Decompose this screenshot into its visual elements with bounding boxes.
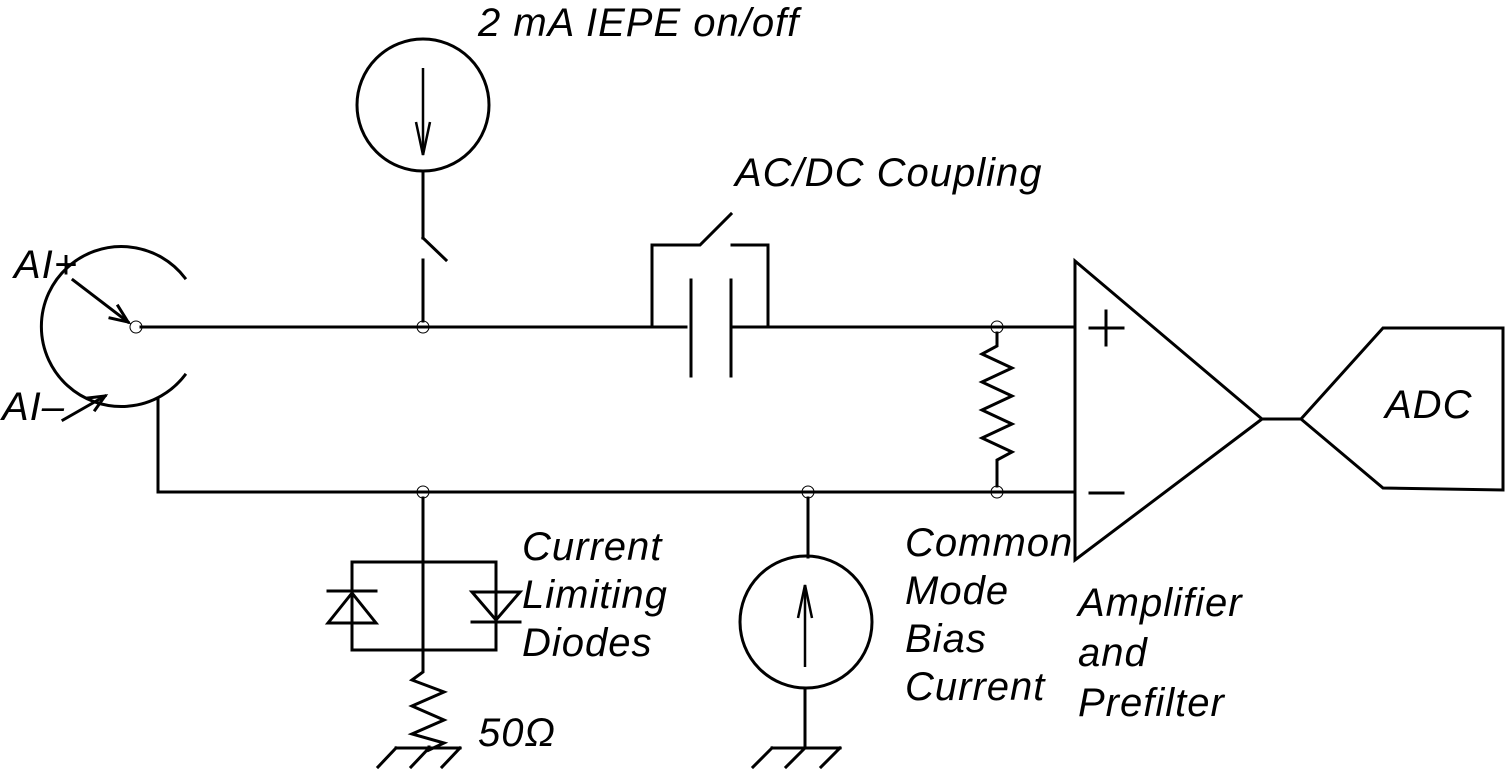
bias-label-line-4: Current	[905, 665, 1046, 709]
bypass-switch-right	[730, 243, 770, 329]
connector-shield-arc	[39, 245, 188, 408]
amp-label-line-1: Amplifier	[1076, 581, 1243, 625]
ground-hatch-1	[375, 745, 399, 770]
bypass-switch-left	[650, 211, 734, 329]
amp-label-line-3: Prefilter	[1078, 681, 1225, 725]
adc-block	[1298, 326, 1505, 492]
diodes-label-line-3: Diodes	[522, 621, 653, 665]
amp-label-line-2: and	[1078, 631, 1148, 675]
ground-icon	[375, 745, 463, 770]
bias-resistor	[978, 331, 1016, 488]
ai-minus-arrow	[60, 393, 108, 423]
ground-hatch-3	[439, 745, 463, 770]
ground-icon	[750, 745, 843, 770]
bias-label-line-2: Mode	[905, 569, 1009, 613]
diode-right-icon	[468, 590, 524, 623]
ai-plus-arrow	[70, 277, 131, 325]
amplifier	[1073, 257, 1265, 564]
ground-hatch-3	[818, 745, 843, 770]
bias-label-line-3: Bias	[905, 617, 987, 661]
adc-label: ADC	[1383, 383, 1473, 427]
iepe-current-source	[355, 37, 491, 323]
bottom-rail	[156, 396, 1077, 494]
up-arrowhead	[796, 584, 814, 619]
coupling-label: AC/DC Coupling	[733, 151, 1042, 195]
down-arrowhead	[414, 121, 432, 156]
bias-label-line-1: Common	[905, 521, 1073, 565]
coupling-network	[650, 211, 770, 378]
diode-left-icon	[324, 590, 380, 625]
bnc-connector	[39, 245, 188, 423]
ground-hatch-1	[750, 745, 775, 770]
diodes-label-line-1: Current	[522, 525, 663, 569]
ai-minus-arrowhead	[86, 394, 109, 413]
iepe-label: 2 mA IEPE on/off	[477, 1, 802, 45]
ai-plus-arrowhead	[108, 303, 132, 325]
diodes-label-line-2: Limiting	[522, 573, 668, 617]
ai-minus-label: AI–	[0, 385, 65, 429]
ground-resistor-50ohm	[407, 648, 449, 753]
amplifier-triangle	[1073, 257, 1265, 564]
resistor-value-label: 50Ω	[478, 711, 556, 755]
iepe-switch-blade	[420, 235, 449, 263]
ground-hatch-2	[783, 745, 808, 770]
ai-plus-label: AI+	[12, 243, 78, 287]
ground-hatch-2	[408, 745, 432, 770]
limiting-diodes	[324, 496, 524, 672]
bias-current-source	[738, 496, 874, 748]
